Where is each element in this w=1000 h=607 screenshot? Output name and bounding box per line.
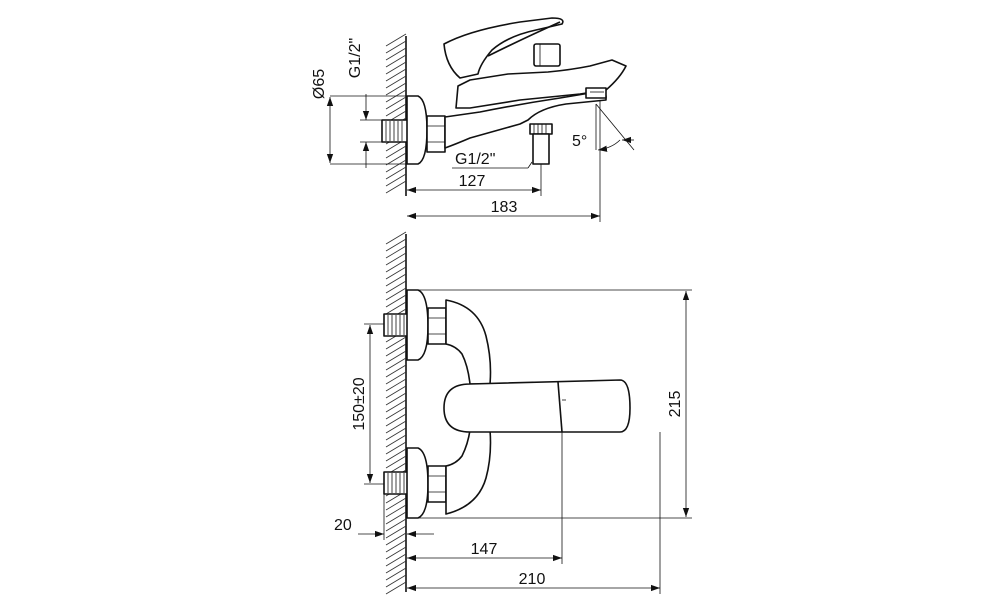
side-bottom-connection [529,123,553,165]
front-nut-top [427,307,447,345]
dim-147-label: 147 [471,541,498,558]
dim-spacing-label: 150±20 [351,377,368,430]
dim-210-label: 210 [519,571,546,588]
dim-183-label: 183 [491,199,518,216]
front-mixer-body [445,299,492,385]
front-threaded-pipe-top [383,313,409,337]
dim-thread-top-label: G1/2" [347,38,364,78]
front-wall-hatch [385,231,407,595]
dim-thread-bottom-label: G1/2" [455,151,495,168]
dim-diameter-label: Ø65 [311,69,328,99]
side-threaded-pipe [381,119,409,143]
front-flange-top [406,289,429,361]
dim-127-label: 127 [459,173,486,190]
side-wall-hatch [385,33,407,196]
front-flange-bottom [406,447,429,519]
side-wall-flange [406,95,428,165]
side-handle [443,17,564,79]
side-diverter-knob [533,43,561,67]
side-view: Ø65 G1/2" G1/2" 5° 127 183 [311,17,635,222]
front-nut-bottom [427,465,447,503]
front-dimensions [358,289,692,594]
dim-height-label: 215 [667,391,684,418]
side-dimensions [326,94,635,222]
dim-20-label: 20 [334,517,352,534]
dim-angle-label: 5° [572,133,587,150]
front-handle-cylinder [443,379,631,433]
side-nut [426,115,446,153]
front-view: 150±20 215 20 147 210 [334,231,692,595]
front-threaded-pipe-bottom [383,471,409,495]
side-spout-outlet [585,87,607,99]
